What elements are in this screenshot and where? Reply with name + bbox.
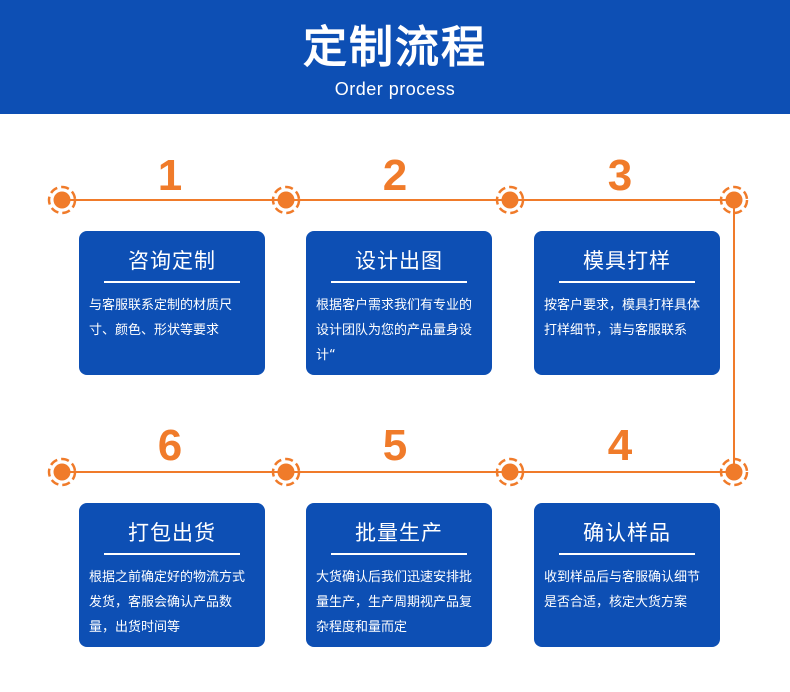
timeline-line-bottom	[62, 471, 734, 473]
step-card-title: 设计出图	[355, 249, 443, 273]
step-card-title: 打包出货	[128, 521, 216, 545]
step-card-description: 与客服联系定制的材质尺寸、颜色、形状等要求	[89, 298, 233, 338]
step-card-4: 确认样品 收到样品后与客服确认细节是否合适，核定大货方案	[534, 503, 720, 647]
timeline-node-icon	[495, 185, 525, 215]
timeline-node-icon	[271, 185, 301, 215]
timeline-node-icon	[719, 185, 749, 215]
step-number-6: 6	[157, 421, 183, 470]
step-card-title: 模具打样	[583, 249, 671, 273]
page-title: 定制流程	[303, 22, 487, 73]
step-number-3: 3	[607, 151, 633, 200]
step-card-divider	[104, 553, 240, 555]
step-card-2: 设计出图 根据客户需求我们有专业的设计团队为您的产品量身设计“	[306, 231, 492, 375]
header-banner: 定制流程 Order process	[0, 0, 790, 114]
step-card-divider	[559, 553, 695, 555]
timeline-line-right	[733, 200, 735, 472]
timeline-node-icon	[47, 457, 77, 487]
step-number-1: 1	[157, 151, 183, 200]
timeline-node-icon	[495, 457, 525, 487]
step-card-divider	[331, 553, 467, 555]
step-card-3: 模具打样 按客户要求，模具打样具体打样细节，请与客服联系	[534, 231, 720, 375]
step-card-1: 咨询定制 与客服联系定制的材质尺寸、颜色、形状等要求	[79, 231, 265, 375]
step-card-description: 根据之前确定好的物流方式发货，客服会确认产品数量，出货时间等	[89, 570, 246, 635]
step-card-5: 批量生产 大货确认后我们迅速安排批量生产，生产周期视产品复杂程度和量而定	[306, 503, 492, 647]
step-card-description: 根据客户需求我们有专业的设计团队为您的产品量身设计“	[316, 298, 473, 363]
step-number-5: 5	[382, 421, 408, 470]
step-card-title: 批量生产	[355, 521, 443, 545]
step-number-2: 2	[382, 151, 408, 200]
step-card-title: 确认样品	[583, 521, 671, 545]
timeline-node-icon	[271, 457, 301, 487]
step-card-6: 打包出货 根据之前确定好的物流方式发货，客服会确认产品数量，出货时间等	[79, 503, 265, 647]
step-card-divider	[559, 281, 695, 283]
step-card-divider	[104, 281, 240, 283]
timeline-node-icon	[47, 185, 77, 215]
step-number-4: 4	[607, 421, 633, 470]
page-subtitle: Order process	[334, 79, 456, 99]
step-card-description: 按客户要求，模具打样具体打样细节，请与客服联系	[544, 298, 701, 338]
step-card-title: 咨询定制	[128, 249, 216, 273]
timeline-node-icon	[719, 457, 749, 487]
step-card-description: 收到样品后与客服确认细节是否合适，核定大货方案	[544, 570, 701, 610]
step-card-description: 大货确认后我们迅速安排批量生产，生产周期视产品复杂程度和量而定	[316, 570, 473, 635]
timeline-line-top	[62, 199, 734, 201]
step-card-divider	[331, 281, 467, 283]
